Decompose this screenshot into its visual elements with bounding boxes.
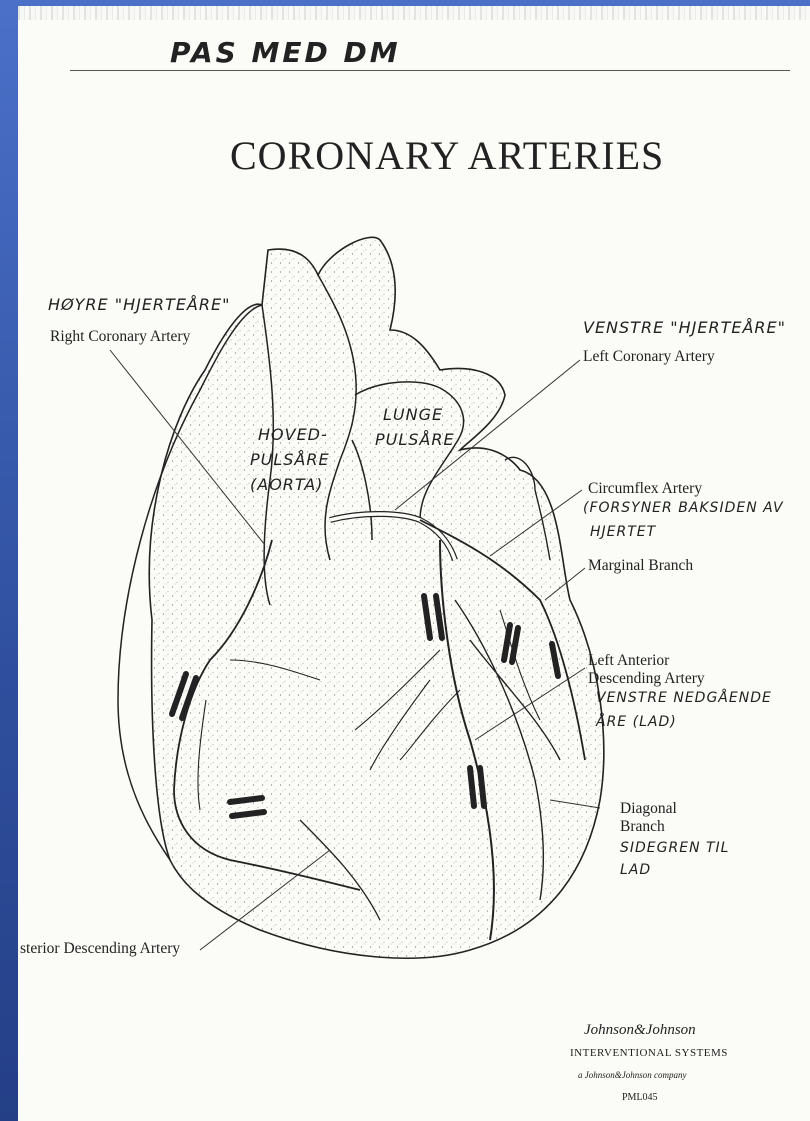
label-circumflex-en: Circumflex Artery [588, 480, 702, 498]
label-aorta-2: PULSÅRE [250, 450, 330, 469]
label-diagonal-no-1: SIDEGREN TIL [620, 840, 729, 856]
label-pulmonary-2: PULSÅRE [375, 430, 455, 449]
label-diagonal-no-2: LAD [620, 862, 651, 878]
label-lad-no-2: ÅRE (LAD) [596, 714, 677, 730]
label-lad-no-1: VENSTRE NEDGÅENDE [596, 690, 772, 706]
label-lad-en-1: Left Anterior [588, 652, 669, 670]
label-aorta-1: HOVED- [258, 425, 328, 444]
brand-logo-text: Johnson&Johnson [584, 1022, 696, 1039]
brand-company: a Johnson&Johnson company [578, 1070, 686, 1080]
header-underline [70, 70, 790, 71]
heart-outline [149, 237, 603, 958]
label-diagonal-en-2: Branch [620, 818, 665, 836]
label-posterior-descending-en: sterior Descending Artery [20, 940, 180, 958]
brand-division: INTERVENTIONAL SYSTEMS [570, 1047, 728, 1059]
header-handwritten-note: PAS MED DM [170, 36, 401, 69]
label-circumflex-no-1: (FORSYNER BAKSIDEN AV [583, 500, 784, 516]
label-diagonal-en-1: Diagonal [620, 800, 677, 818]
label-left-coronary-en: Left Coronary Artery [583, 348, 715, 366]
document-code: PML045 [622, 1092, 658, 1103]
label-lad-en-2: Descending Artery [588, 670, 705, 688]
label-aorta-3: (AORTA) [250, 475, 323, 494]
page-title: CORONARY ARTERIES [230, 132, 664, 179]
label-right-coronary-no: HØYRE "HJERTEÅRE" [48, 295, 230, 314]
label-left-coronary-no: VENSTRE "HJERTEÅRE" [583, 318, 786, 337]
label-right-coronary-en: Right Coronary Artery [50, 328, 190, 346]
label-circumflex-no-2: HJERTET [590, 524, 656, 540]
label-marginal-en: Marginal Branch [588, 557, 693, 575]
label-pulmonary-1: LUNGE [383, 405, 443, 424]
